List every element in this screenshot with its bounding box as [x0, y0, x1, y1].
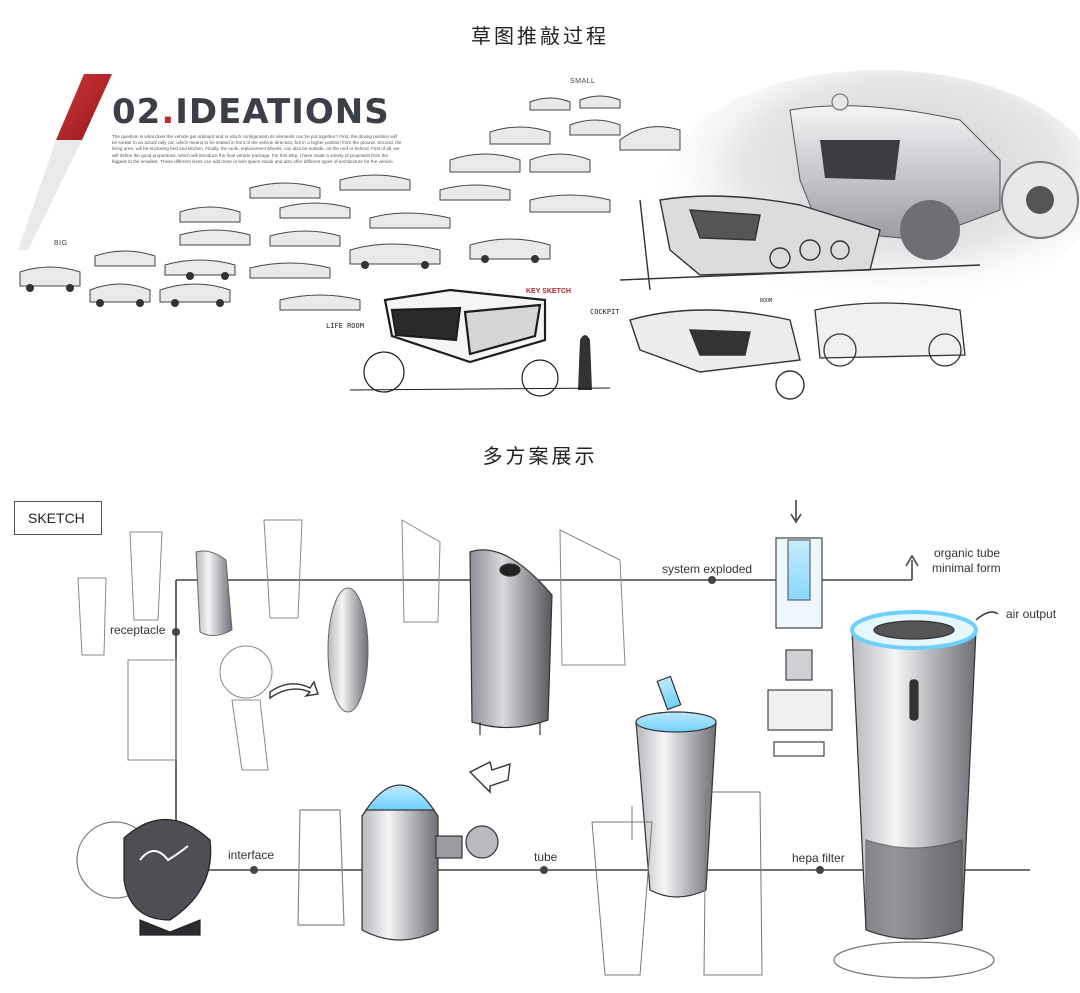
label-small: SMALL	[570, 78, 596, 85]
exploded-system-view	[767, 537, 833, 757]
thumbnail-wheels	[26, 255, 539, 307]
label-air-output: air output	[1004, 607, 1059, 621]
cockpit-sketch	[629, 309, 805, 400]
ideation-title-word: IDEATIONS	[175, 92, 390, 132]
ideation-thumbnails	[19, 95, 681, 311]
dome-capsule-concept	[297, 784, 499, 941]
label-big: BIG	[54, 240, 68, 247]
section-heading-multiple-concepts: 多方案展示	[482, 444, 598, 468]
label-receptacle: receptacle	[108, 623, 168, 637]
wireframe-tubes	[591, 791, 763, 976]
vehicle-sketch-large	[619, 195, 981, 291]
ideation-description: The question is what does the vehicle ge…	[112, 134, 402, 164]
label-hepa-filter: hepa filter	[790, 851, 847, 865]
ideation-title-dot: .	[161, 92, 176, 132]
final-purifier-concept	[833, 610, 995, 979]
section-heading-sketch-process: 草图推敲过程	[471, 24, 609, 48]
label-life-room: LIFE ROOM	[326, 322, 364, 330]
label-organic-tube: organic tube	[932, 546, 1003, 560]
label-tube: tube	[532, 850, 560, 864]
ideation-sketch-board	[18, 70, 1080, 400]
label-interface: interface	[226, 848, 277, 862]
tube-sketch-shaded	[195, 550, 369, 713]
label-key-sketch: KEY SKETCH	[526, 288, 571, 295]
flow-node-dots	[172, 576, 824, 874]
interface-pod-concept	[76, 818, 212, 936]
label-room: ROOM	[760, 298, 773, 304]
ideation-title-number: 02	[112, 92, 162, 132]
flow-arrow-icons	[269, 611, 999, 794]
sketch-tag-label: SKETCH	[14, 501, 102, 535]
product-sketch-board	[76, 500, 1030, 979]
label-minimal-form: minimal form	[930, 561, 1003, 575]
slim-tube-concept	[635, 675, 717, 898]
ideation-title: 02.IDEATIONS	[112, 92, 390, 132]
receptacle-sketches	[77, 519, 626, 771]
cylinder-concept-slanted	[469, 549, 553, 735]
label-cockpit: COCKPIT	[590, 308, 620, 316]
key-sketch-vehicle	[349, 288, 611, 397]
brand-slash-icon	[18, 74, 112, 250]
rendered-vehicle-illustration	[789, 93, 1079, 260]
vehicle-side-sketch	[814, 302, 966, 367]
label-system-exploded: system exploded	[660, 562, 755, 576]
